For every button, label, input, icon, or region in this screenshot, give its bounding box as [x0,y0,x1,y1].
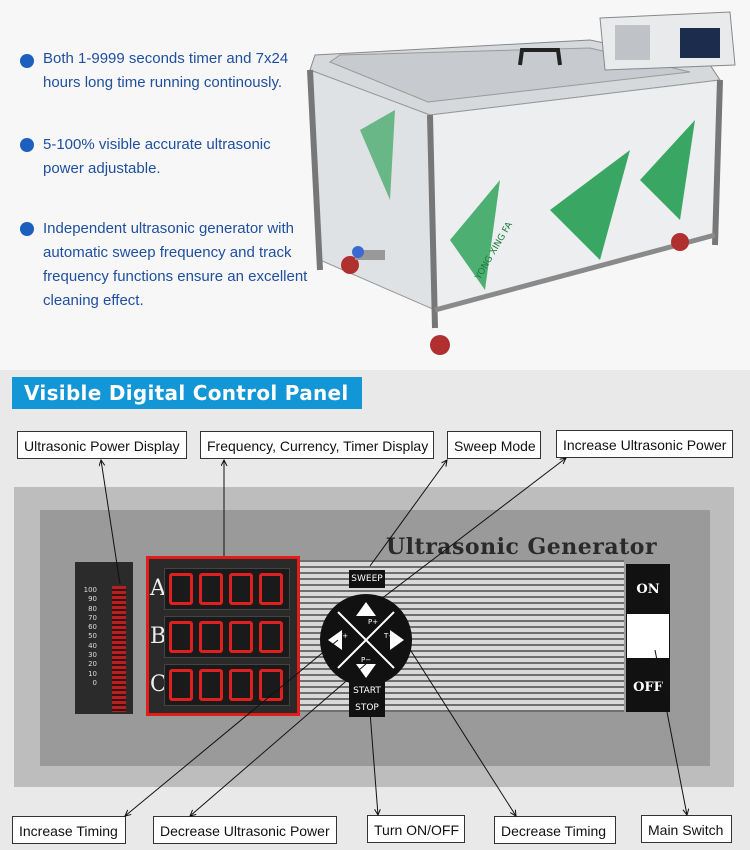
scale-tick: 10 [88,669,97,678]
scale-tick: 40 [88,641,97,650]
pad-down-label: P− [361,656,371,664]
feature-text: Independent ultrasonic generator with au… [43,220,308,309]
timing-down-button [390,630,404,650]
display-b [164,616,290,658]
section-banner: Visible Digital Control Panel [12,377,362,409]
scale-tick: 90 [88,595,97,604]
label-sweep-mode: Sweep Mode [447,431,541,459]
start-button[interactable]: START [349,682,385,700]
power-bar [112,586,126,712]
off-label: OFF [633,680,663,695]
on-label: ON [636,582,660,597]
display-a [164,568,290,610]
scale-tick: 50 [88,632,97,641]
label-increase-power: Increase Ultrasonic Power [556,430,733,458]
row-label: A [150,576,166,601]
pad-buttons: P+ P− T+ T− [328,602,404,678]
pad-left-label: T+ [337,632,348,640]
ultrasonic-cleaner-image: YONG XING FA [307,11,736,355]
feature-text: 5-100% visible accurate ultrasonic power… [43,136,271,177]
feature-text: Both 1-9999 seconds timer and 7x24 hours… [43,50,289,91]
scale-tick: 20 [88,660,97,669]
label-main-switch: Main Switch [641,815,732,843]
scale-tick: 60 [88,623,97,632]
power-up-button [356,602,376,616]
pad-up-label: P+ [368,618,378,626]
label-freq-display: Frequency, Currency, Timer Display [200,431,434,459]
scale-tick: 70 [88,613,97,622]
power-down-button [356,664,376,678]
bullet-dot [20,54,34,68]
scale-tick: 0 [92,678,97,687]
scale-tick: 100 [83,586,97,594]
label-decrease-power: Decrease Ultrasonic Power [153,816,337,844]
main-switch[interactable]: ON OFF [626,564,670,712]
label-power-display: Ultrasonic Power Display [17,431,187,459]
switch-rocker[interactable] [627,614,669,658]
scale-tick: 80 [88,604,97,613]
label-increase-timing: Increase Timing [12,816,126,844]
bullet-dot [20,222,34,236]
display-c [164,664,290,706]
bullet-dot [20,138,34,152]
label-decrease-timing: Decrease Timing [494,816,616,844]
stop-button[interactable]: STOP [349,699,385,717]
generator-title: Ultrasonic Generator [386,534,658,560]
label-turn-onoff: Turn ON/OFF [367,815,465,843]
scale-tick: 30 [88,651,97,660]
pad-right-label: T− [383,632,394,640]
sweep-button[interactable]: SWEEP [349,570,385,588]
